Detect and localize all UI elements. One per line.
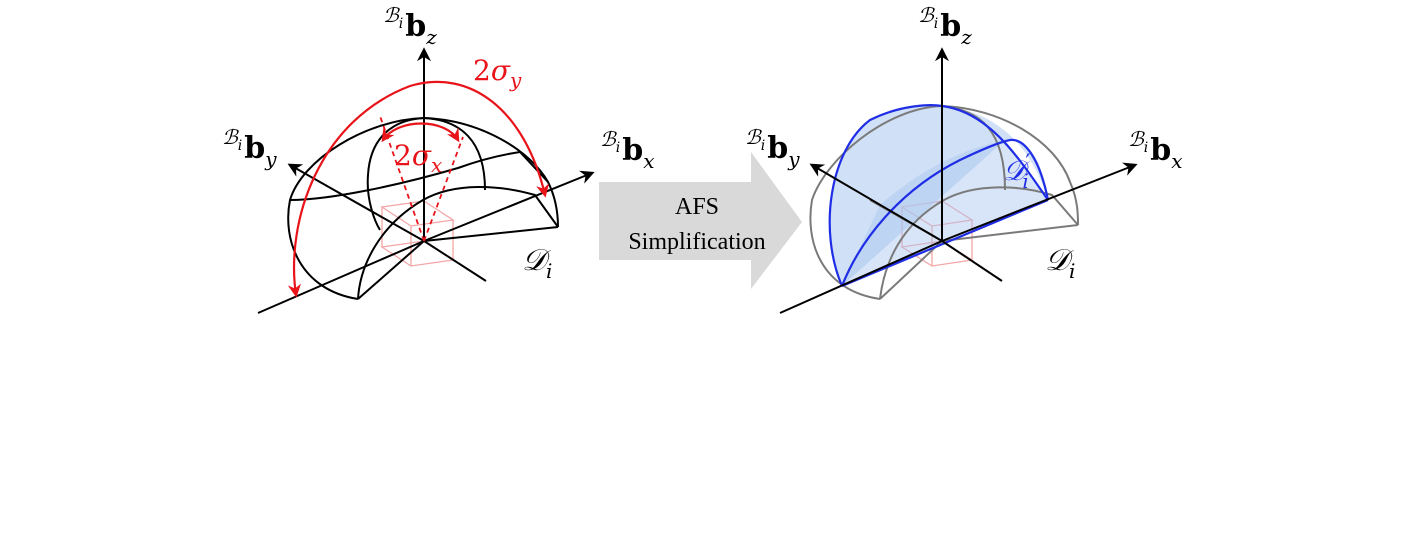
right-axis-x-label: ℬibx xyxy=(1128,127,1182,173)
right-axis-y-label: ℬiby xyxy=(745,125,800,171)
sigma-x-dashed-lines xyxy=(379,115,464,242)
left-domain-label: 𝒟i xyxy=(522,243,552,283)
left-sigma-annotations xyxy=(287,80,549,298)
left-axis-y-arrow xyxy=(287,163,425,242)
sigma-y-arc xyxy=(287,80,549,298)
right-axes xyxy=(779,47,1138,314)
left-axis-x-label: ℬibx xyxy=(600,127,654,173)
right-axis-y-arrow xyxy=(809,163,943,242)
simplified-domain-label: 𝒟′i xyxy=(1003,151,1030,193)
sigma-y-label: 2σy xyxy=(473,54,522,92)
right-figure: ℬibz ℬiby ℬibx 𝒟′i 𝒟i xyxy=(745,3,1182,314)
simplified-domain-outline xyxy=(828,104,1050,288)
simplified-domain-fill-lower xyxy=(842,140,1048,286)
arrow-label-line2: Simplification xyxy=(628,229,765,255)
right-domain-label: 𝒟i xyxy=(1045,243,1075,283)
afs-transition-arrow: AFS Simplification xyxy=(599,152,802,289)
left-axis-x-arrow xyxy=(423,170,595,242)
left-axis-y-label: ℬiby xyxy=(222,125,277,171)
simplified-domain-fill xyxy=(829,105,1048,286)
right-axis-x-arrow xyxy=(941,162,1138,242)
sigma-x-label: 2σx xyxy=(394,139,442,177)
right-axis-z-label: ℬibz xyxy=(918,3,972,49)
left-axis-z-label: ℬibz xyxy=(383,3,437,49)
left-figure: ℬibz ℬiby ℬibx 2σy 2σx 𝒟i xyxy=(222,3,654,314)
arrow-label-line1: AFS xyxy=(675,194,719,220)
sigma-x-arc xyxy=(381,122,460,143)
